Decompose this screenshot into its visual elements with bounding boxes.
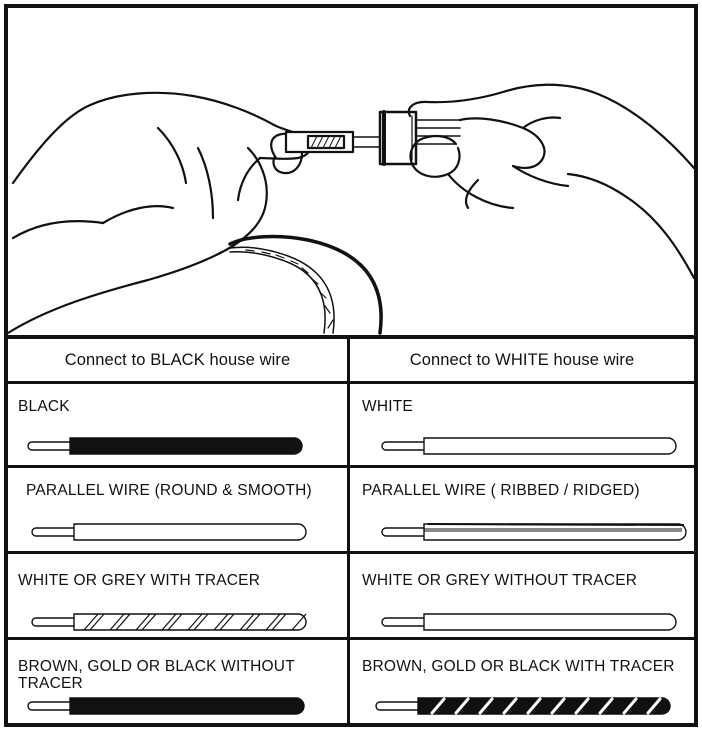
row-divider: [8, 637, 694, 640]
label-brown-gold-black-with-tracer: BROWN, GOLD OR BLACK WITH TRACER: [362, 658, 675, 675]
header-divider: [8, 381, 694, 384]
white-plain-wire: [381, 437, 677, 455]
white-tracer-wire: [31, 613, 307, 631]
column-divider: [347, 339, 350, 723]
header-black-house-wire: Connect to BLACK house wire: [64, 350, 291, 369]
white-plain-wire: [381, 613, 677, 631]
header-white-house-wire: Connect to WHITE house wire: [409, 350, 635, 369]
label-parallel-round-smooth: PARALLEL WIRE (ROUND & SMOOTH): [26, 482, 312, 499]
label-brown-gold-black-without-tracer: BROWN, GOLD OR BLACK WITHOUT TRACER: [18, 658, 295, 692]
white-plain-wire: [31, 523, 307, 541]
label-black: BLACK: [18, 398, 70, 415]
black-tracer-wire: [375, 697, 671, 715]
black-solid-wire: [27, 697, 305, 715]
wire-identification-table: Connect to BLACK house wire Connect to W…: [8, 339, 694, 723]
label-parallel-ribbed-ridged: PARALLEL WIRE ( RIBBED / RIDGED): [362, 482, 640, 499]
label-white-grey-without-tracer: WHITE OR GREY WITHOUT TRACER: [362, 572, 638, 589]
white-ribbed-wire: [381, 523, 687, 541]
diagram-frame: Connect to BLACK house wire Connect to W…: [4, 4, 698, 727]
label-white: WHITE: [362, 398, 413, 415]
hands-illustration-svg: [8, 83, 694, 335]
row-divider: [8, 551, 694, 554]
row-divider: [8, 465, 694, 468]
hands-connecting-wire-illustration: [8, 8, 694, 339]
label-white-grey-with-tracer: WHITE OR GREY WITH TRACER: [18, 572, 261, 589]
black-solid-wire: [27, 437, 303, 455]
